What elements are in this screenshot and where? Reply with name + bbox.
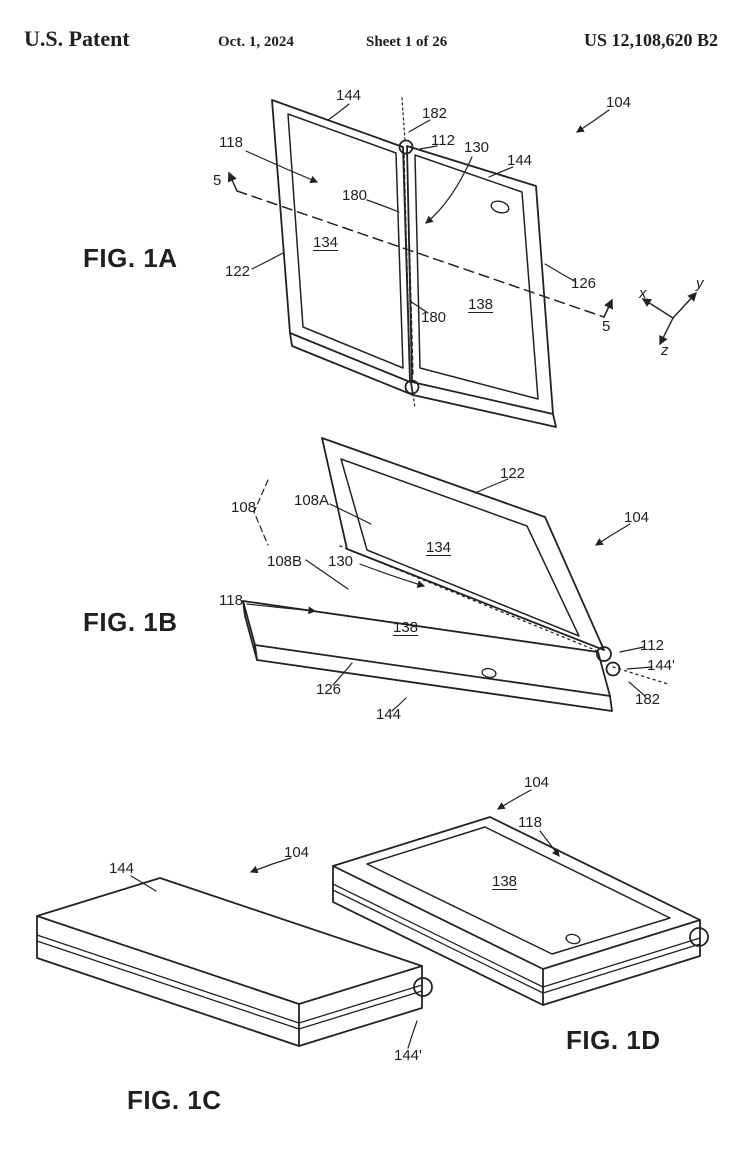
fig1b-leader-lines <box>246 478 653 712</box>
ref-label-104: 104 <box>606 94 632 111</box>
fig1d-caption: FIG. 1D <box>566 1025 661 1055</box>
ref-label-130: 130 <box>464 139 490 156</box>
fig1d-top-face <box>332 816 701 970</box>
ref-label-5: 5 <box>602 318 611 335</box>
ref-label-134: 134 <box>313 234 339 251</box>
fig1a-left-screen <box>287 113 404 369</box>
fig1b-lid-panel <box>321 437 605 651</box>
fig1c-hinge-knuckle <box>413 977 433 997</box>
ref-label-144-prime: 144' <box>647 657 675 674</box>
ref-label-104: 104 <box>524 774 550 791</box>
ref-label-138: 138 <box>393 619 419 636</box>
fig1d-screen <box>366 826 671 955</box>
ref-label-130: 130 <box>328 553 354 570</box>
ref-label-144: 144 <box>507 152 533 169</box>
fig1c-caption: FIG. 1C <box>127 1085 222 1115</box>
fig1b-drawing <box>242 437 669 712</box>
ref-label-104: 104 <box>284 844 310 861</box>
fig1c-right-face <box>298 965 423 1047</box>
fig1c-leader-lines <box>130 857 418 1049</box>
fig1a-left-panel <box>271 99 411 383</box>
ref-label-126: 126 <box>571 275 597 292</box>
fig1b-caption: FIG. 1B <box>83 607 178 637</box>
ref-label-144: 144 <box>109 860 135 877</box>
patent-number: US 12,108,620 B2 <box>583 30 718 50</box>
fig1a-caption: FIG. 1A <box>83 243 178 273</box>
fig1d-right-face <box>542 919 701 1006</box>
fig1c-top-face <box>36 877 423 1005</box>
axis-label-y: y <box>696 275 704 292</box>
axis-triad-icon <box>641 291 697 346</box>
patent-date: Oct. 1, 2024 <box>218 34 294 50</box>
ref-label-180: 180 <box>342 187 368 204</box>
fig1d-hinge-knuckle <box>689 927 709 947</box>
fig1b-base-left-end <box>242 600 258 661</box>
ref-label-122: 122 <box>500 465 526 482</box>
ref-label-5: 5 <box>213 172 222 189</box>
ref-label-118: 118 <box>518 814 542 831</box>
ref-label-182: 182 <box>422 105 448 122</box>
fig1a-right-panel <box>406 145 554 415</box>
fig1d-seam <box>332 883 701 988</box>
fig1b-108-bracket <box>253 479 269 546</box>
ref-label-126: 126 <box>316 681 342 698</box>
ref-label-144: 144 <box>376 706 402 723</box>
ref-label-112: 112 <box>640 637 664 654</box>
ref-label-122: 122 <box>225 263 251 280</box>
fig1a-right-screen <box>414 154 539 400</box>
ref-label-182: 182 <box>635 691 661 708</box>
ref-label-118: 118 <box>219 592 243 609</box>
ref-label-144: 144 <box>336 87 362 104</box>
fig1a-hinge <box>398 97 420 409</box>
ref-label-112: 112 <box>431 132 455 149</box>
ref-label-134: 134 <box>426 539 452 556</box>
sheet-number: Sheet 1 of 26 <box>366 34 448 50</box>
ref-label-108: 108 <box>231 499 257 516</box>
ref-label-144-prime: 144' <box>394 1047 422 1064</box>
fig1c-front-face <box>36 915 300 1047</box>
fig1d-drawing <box>332 789 709 1006</box>
fig1b-base-top <box>242 600 611 697</box>
fig1b-base-front <box>254 644 613 712</box>
axis-label-z: z <box>661 342 669 359</box>
ref-label-108A: 108A <box>294 492 330 509</box>
ref-label-138: 138 <box>492 873 518 890</box>
camera-icon <box>565 933 581 945</box>
fig1a-drawing <box>227 97 697 428</box>
fig1a-leader-lines <box>245 103 610 314</box>
ref-label-180: 180 <box>421 309 447 326</box>
patent-title: U.S. Patent <box>24 26 130 51</box>
fig1b-hinge <box>339 545 669 685</box>
fig1c-seam <box>36 934 423 1024</box>
camera-icon <box>481 667 497 679</box>
ref-label-138: 138 <box>468 296 494 313</box>
fig1d-leader-lines <box>497 789 560 857</box>
fig1a-bottom-thickness <box>289 332 557 428</box>
camera-icon <box>490 200 510 214</box>
fig1b-lid-screen <box>340 458 580 637</box>
fig1c-drawing <box>36 857 433 1049</box>
ref-label-118: 118 <box>219 134 243 151</box>
axis-label-x: x <box>639 285 647 302</box>
fig1a-section-line-5-5 <box>227 171 613 318</box>
ref-label-104: 104 <box>624 509 650 526</box>
ref-label-108B: 108B <box>267 553 303 570</box>
